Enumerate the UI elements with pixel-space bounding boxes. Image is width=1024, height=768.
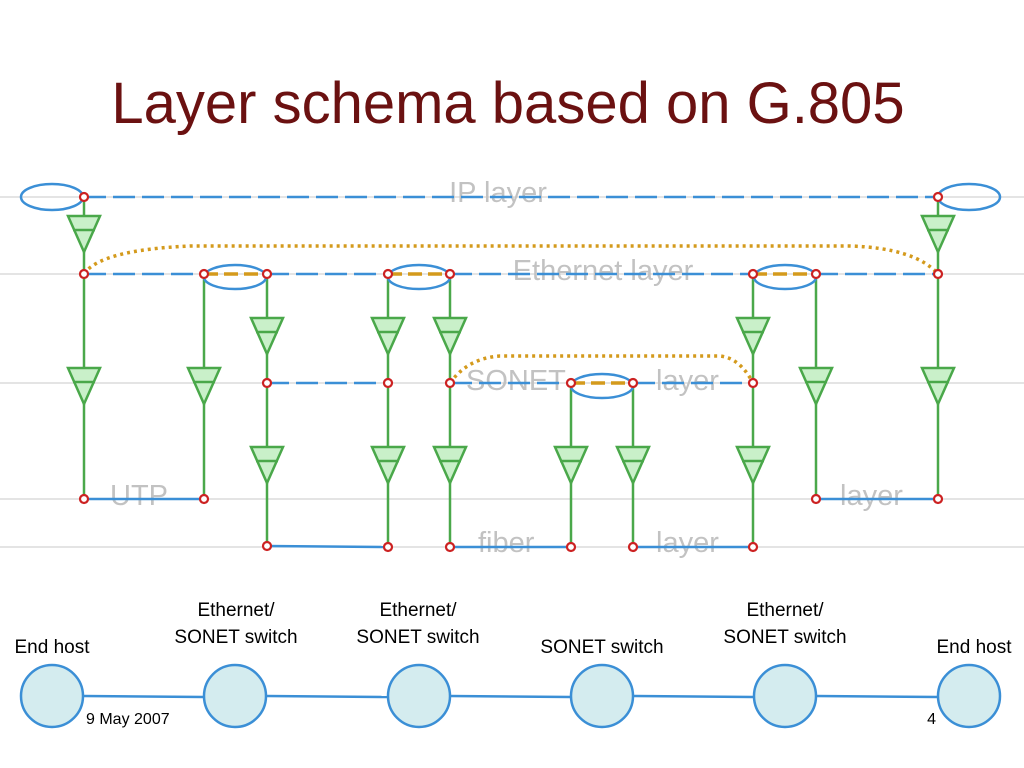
utp-layer-label-suffix: layer	[840, 480, 903, 512]
endpoint	[382, 377, 394, 389]
device-ethernet-sonet-switch-3	[752, 663, 818, 729]
device-ethernet-sonet-switch-1	[202, 663, 268, 729]
endpoint	[444, 377, 456, 389]
endpoint	[932, 493, 944, 505]
endpoint	[444, 268, 456, 280]
dashed-links	[84, 195, 938, 385]
device-label: Ethernet/	[379, 600, 457, 621]
utp-layer-label: UTP	[110, 480, 168, 512]
ip-layer-label: IP layer	[449, 177, 547, 209]
adaptation-triangles	[66, 214, 956, 487]
dotted-paths	[82, 244, 940, 385]
sonet-end-to-end-path	[448, 354, 755, 385]
triangle-eth-host-right	[920, 366, 956, 408]
device-label: SONET switch	[174, 627, 297, 648]
endpoints	[78, 191, 944, 553]
device-nodes	[19, 663, 1002, 729]
endpoint	[565, 541, 577, 553]
device-label: SONET switch	[723, 627, 846, 648]
endpoint	[382, 268, 394, 280]
sonet-layer-label: SONET	[466, 365, 566, 397]
endpoint	[261, 540, 273, 552]
device-label: Ethernet/	[746, 600, 824, 621]
topology-links	[83, 694, 939, 699]
ethernet-matrix-sw1	[202, 263, 268, 291]
ethernet-layer-label: Ethernet layer	[513, 255, 694, 287]
endpoint	[627, 541, 639, 553]
topology-link	[815, 694, 939, 699]
ethernet-matrix-sw3	[752, 263, 818, 291]
triangle-sonet-fiber-sonet-b	[615, 445, 651, 487]
topology-link	[266, 694, 389, 699]
triangle-eth-sonet-sw2a	[370, 316, 406, 358]
physical-links	[84, 497, 938, 549]
slide-title: Layer schema based on G.805	[111, 71, 905, 136]
endpoint	[444, 541, 456, 553]
endpoint	[78, 191, 90, 203]
ethernet-matrix-sw2	[386, 263, 452, 291]
device-end-host-left	[19, 663, 85, 729]
device-ethernet-sonet-switch-2	[386, 663, 452, 729]
endpoint	[932, 268, 944, 280]
topology-link	[632, 694, 754, 699]
endpoint	[78, 493, 90, 505]
slide-date: 9 May 2007	[86, 711, 170, 728]
slide-page-number: 4	[927, 711, 936, 728]
endpoint	[932, 191, 944, 203]
triangle-sonet-fiber-sw2a	[370, 445, 406, 487]
device-end-host-right	[936, 663, 1002, 729]
triangle-eth-host-left	[66, 366, 102, 408]
endpoint	[198, 493, 210, 505]
triangle-eth-sonet-sw1	[249, 316, 285, 358]
triangle-eth-sw3	[798, 366, 834, 408]
topology-link	[83, 694, 205, 699]
device-label: Ethernet/	[197, 600, 275, 621]
device-label: SONET switch	[540, 637, 663, 658]
device-sonet-switch	[569, 663, 635, 729]
triangle-sonet-fiber-sonet-a	[553, 445, 589, 487]
device-label: SONET switch	[356, 627, 479, 648]
topology-link	[449, 694, 572, 699]
triangle-eth-sonet-sw2b	[432, 316, 468, 358]
endpoint	[261, 268, 273, 280]
triangle-ip-right	[920, 214, 956, 256]
endpoint	[261, 377, 273, 389]
triangle-sonet-fiber-sw3	[735, 445, 771, 487]
triangle-sonet-fiber-sw2b	[432, 445, 468, 487]
endpoint	[627, 377, 639, 389]
endpoint	[198, 268, 210, 280]
sonet-matrix	[569, 372, 635, 400]
sonet-layer-label-suffix: layer	[656, 365, 719, 397]
triangle-eth-sw1	[186, 366, 222, 408]
endpoint	[565, 377, 577, 389]
triangle-sonet-fiber-sw1	[249, 445, 285, 487]
cross-connections	[204, 272, 816, 385]
endpoint	[747, 541, 759, 553]
device-label: End host	[937, 637, 1013, 658]
endpoint	[747, 377, 759, 389]
endpoint	[810, 493, 822, 505]
endpoint	[382, 541, 394, 553]
triangle-eth-sonet-sw3	[735, 316, 771, 358]
device-label: End host	[15, 637, 91, 658]
endpoint	[78, 268, 90, 280]
triangle-ip-left	[66, 214, 102, 256]
fiber-layer-label: fiber	[478, 527, 535, 559]
fiber-layer-label-suffix: layer	[656, 527, 719, 559]
fiber-link-1	[266, 544, 389, 549]
endpoint	[810, 268, 822, 280]
endpoint	[747, 268, 759, 280]
ethernet-end-to-end-path	[82, 244, 940, 276]
